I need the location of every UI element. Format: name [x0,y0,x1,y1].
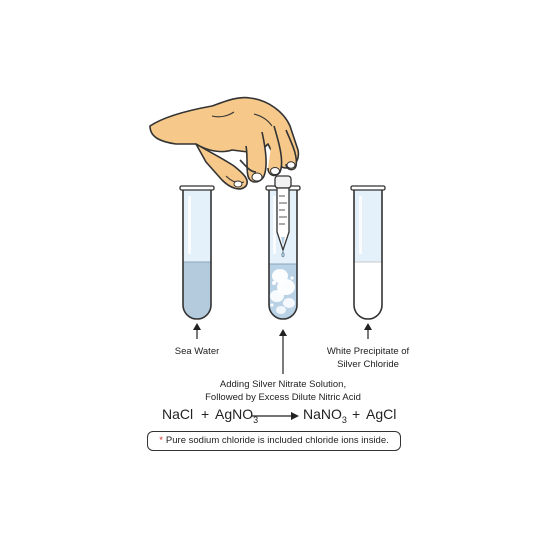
equation-plus-1: + [201,406,210,422]
dropper-pipette [274,175,292,258]
equation-product-nano3-sub: 3 [341,414,347,425]
label-adding-line1: Adding Silver Nitrate Solution, [219,379,347,390]
equation-reactant-agno3: AgNO3 [215,405,258,429]
label-sea-water: Sea Water [174,346,220,357]
note-marker: * [159,435,163,446]
label-adding-silver-nitrate: Adding Silver Nitrate Solution, Followed… [183,378,383,404]
hand-illustration [149,96,300,190]
liquid-drop [281,251,285,258]
equation-reactant-agno3-text: AgNO [215,406,254,422]
label-white-precipitate: White Precipitate of Silver Chloride [298,345,438,371]
arrow-adding-silver-nitrate [279,329,287,374]
note-box: *Pure sodium chloride is included chlori… [147,431,401,451]
equation-product-nano3: NaNO3 [303,405,347,429]
equation-reactant-nacl: NaCl [162,406,194,422]
equation-reactant-agno3-sub: 3 [253,414,259,425]
equation-product-agcl: AgCl [366,406,397,422]
arrow-sea-water [193,323,201,339]
forming-precipitate-cloud [270,269,295,314]
label-white-precipitate-line2: Silver Chloride [337,359,399,370]
test-tube-sea-water [179,185,215,320]
test-tube-white-precipitate [350,185,386,320]
label-white-precipitate-line1: White Precipitate of [326,346,410,357]
fingernails [233,161,296,188]
note-text: Pure sodium chloride is included chlorid… [165,435,389,446]
reaction-arrow [252,412,299,420]
arrow-white-precipitate [364,323,372,339]
sea-water-liquid [183,262,211,319]
label-adding-line2: Followed by Excess Dilute Nitric Acid [205,392,361,403]
white-precipitate [354,262,382,319]
equation-product-nano3-text: NaNO [303,406,342,422]
equation-plus-2: + [352,406,361,422]
